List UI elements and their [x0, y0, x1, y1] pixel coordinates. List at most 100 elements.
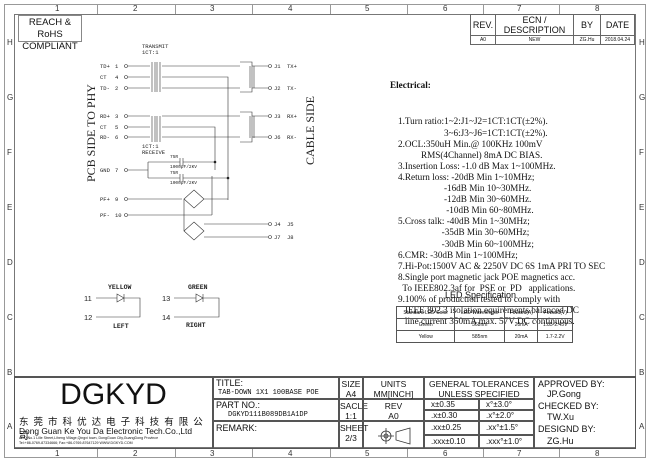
transmit-ratio: 1CT:1: [142, 49, 159, 56]
column-marker: 3: [210, 4, 215, 13]
title-block: DGKYD 东 莞 市 科 优 达 电 子 科 技 有 限 公 司 Dong G…: [14, 376, 636, 449]
schematic-diagram: TRANSMIT 1CT:1 1CT:1 RECEIVE 75R 1000pF/…: [84, 43, 317, 330]
frame-tick: [483, 4, 484, 14]
spec-line: -12dB Min 30~60MHz.: [398, 194, 532, 205]
pin-name: RD-: [100, 134, 110, 141]
transmit-label: TRANSMIT: [142, 43, 169, 50]
led-header: LED Wavelength: [454, 306, 506, 319]
electrical-title: Electrical:: [390, 80, 431, 91]
spec-line: -30dB Min 60~100MHz;: [398, 238, 534, 249]
row-marker: F: [639, 148, 644, 157]
pin-name: GND: [100, 167, 111, 174]
column-marker: 4: [288, 449, 293, 458]
projection-symbol-cell: [363, 421, 424, 449]
row-marker: A: [639, 422, 645, 431]
third-angle-projection-icon: [378, 427, 411, 445]
spec-line: 4.Return loss: -20dB Min 1~10MHz;: [398, 171, 535, 182]
title-value: TAB-DOWN 1X1 100BASE POE: [218, 389, 319, 397]
approved-label: APPROVED BY:: [538, 379, 605, 389]
led-header: Foward(A): [504, 306, 539, 319]
rev-header: REV.: [470, 14, 496, 36]
row-marker: H: [7, 38, 13, 47]
company-cell: DGKYD 东 莞 市 科 优 达 电 子 科 技 有 限 公 司 Dong G…: [14, 377, 213, 449]
part-label: PART NO.:: [216, 400, 261, 410]
pin-name: CT: [100, 124, 107, 131]
column-marker: 2: [133, 449, 138, 458]
tolerance-value: .xx°±1.5°: [479, 421, 534, 435]
pin-name: J8: [287, 234, 294, 241]
column-marker: 2: [133, 4, 138, 13]
led-header: Standard LED Color: [395, 306, 456, 319]
led-cell: 20mA: [504, 330, 539, 343]
frame-tick: [329, 448, 331, 458]
tolerance-value: .xxx±0.10: [424, 435, 479, 449]
frame-tick: [483, 448, 484, 458]
ecn-cell: NEW: [495, 35, 574, 45]
pin-number: 4: [115, 74, 119, 81]
row-marker: H: [639, 38, 645, 47]
rev-cell: A0: [470, 35, 496, 45]
resistor-label: 75R: [170, 170, 178, 176]
frame-tick: [252, 4, 253, 14]
row-marker: D: [639, 258, 645, 267]
led-header: Foward(V): [537, 306, 573, 319]
pin-name: PF+: [100, 196, 110, 203]
led-yellow-label: YELLOW: [108, 284, 132, 291]
capacitor-label: 1000pF/2KV: [170, 180, 197, 186]
spec-line: 5.Cross talk: -40dB Min 1~30MHz;: [398, 216, 530, 227]
frame-tick: [559, 448, 560, 458]
pin-name: RX-: [287, 134, 297, 141]
frame-tick: [407, 4, 408, 14]
compliance-line: COMPLIANT: [22, 41, 78, 52]
scale-label: SACLE: [340, 401, 368, 411]
pin-number: 5: [115, 124, 118, 131]
led-pin: 11: [84, 294, 92, 303]
led-cell: Yellow: [395, 330, 456, 343]
spec-line: -35dB Min 30~60MHz;: [398, 227, 530, 238]
pin-number: 7: [115, 167, 118, 174]
scale-value: 1:1: [345, 411, 357, 421]
company-address: ADD:No.1 Lille Street,Liheng Village,Qin…: [19, 436, 159, 440]
led-right-label: RIGHT: [186, 322, 206, 329]
pin-number: J3: [274, 113, 281, 120]
company-contact: Tel:+86-0769-87334666; Fax:+86-0769-8764…: [19, 441, 133, 445]
checked-label: CHECKED BY:: [538, 401, 599, 411]
pin-number: 1: [115, 63, 119, 70]
pin-name: RD+: [100, 113, 110, 120]
receive-ratio: 1CT:1: [142, 143, 159, 150]
column-marker: 6: [443, 449, 448, 458]
column-marker: 3: [210, 449, 215, 458]
compliance-box: REACH & RoHS COMPLIANT: [18, 15, 82, 52]
column-marker: 5: [365, 449, 370, 458]
schematic-wires: [96, 61, 268, 318]
designed-label: DESIGND BY:: [538, 424, 596, 434]
pin-name: TX+: [287, 63, 297, 70]
pin-name: CT: [100, 74, 107, 81]
row-marker: C: [639, 313, 645, 322]
frame-tick: [97, 448, 98, 458]
frame-tick: [174, 448, 176, 458]
led-cell: 585nm: [454, 330, 506, 343]
capacitor-label: 1000pF/2KV: [170, 164, 197, 170]
tolerance-subtitle: UNLESS SPECIFIED: [438, 389, 520, 399]
column-marker: 7: [517, 4, 522, 13]
led-cell: 1.85-2.45V: [537, 318, 573, 331]
rev-value: A0: [388, 411, 399, 421]
column-marker: 1: [55, 449, 60, 458]
tolerance-value: .xxx°±1.0°: [479, 435, 534, 449]
ecn-header: ECN / DESCRIPTION: [495, 14, 574, 36]
spec-line: 2.OCL:350uH Min.@ 100KHz 100mV: [398, 138, 543, 149]
title-label: TITLE:: [216, 378, 244, 388]
units-value: MM[INCH]: [373, 389, 414, 399]
led-cell: Green: [395, 318, 456, 331]
column-marker: 1: [55, 4, 60, 13]
frame-tick: [174, 4, 176, 14]
company-logo: DGKYD: [60, 378, 167, 411]
spec-line: 8.Single port magnetic jack POE magnetic…: [398, 271, 576, 282]
row-marker: A: [7, 422, 13, 431]
row-marker: G: [7, 93, 14, 102]
row-marker: E: [7, 203, 13, 212]
